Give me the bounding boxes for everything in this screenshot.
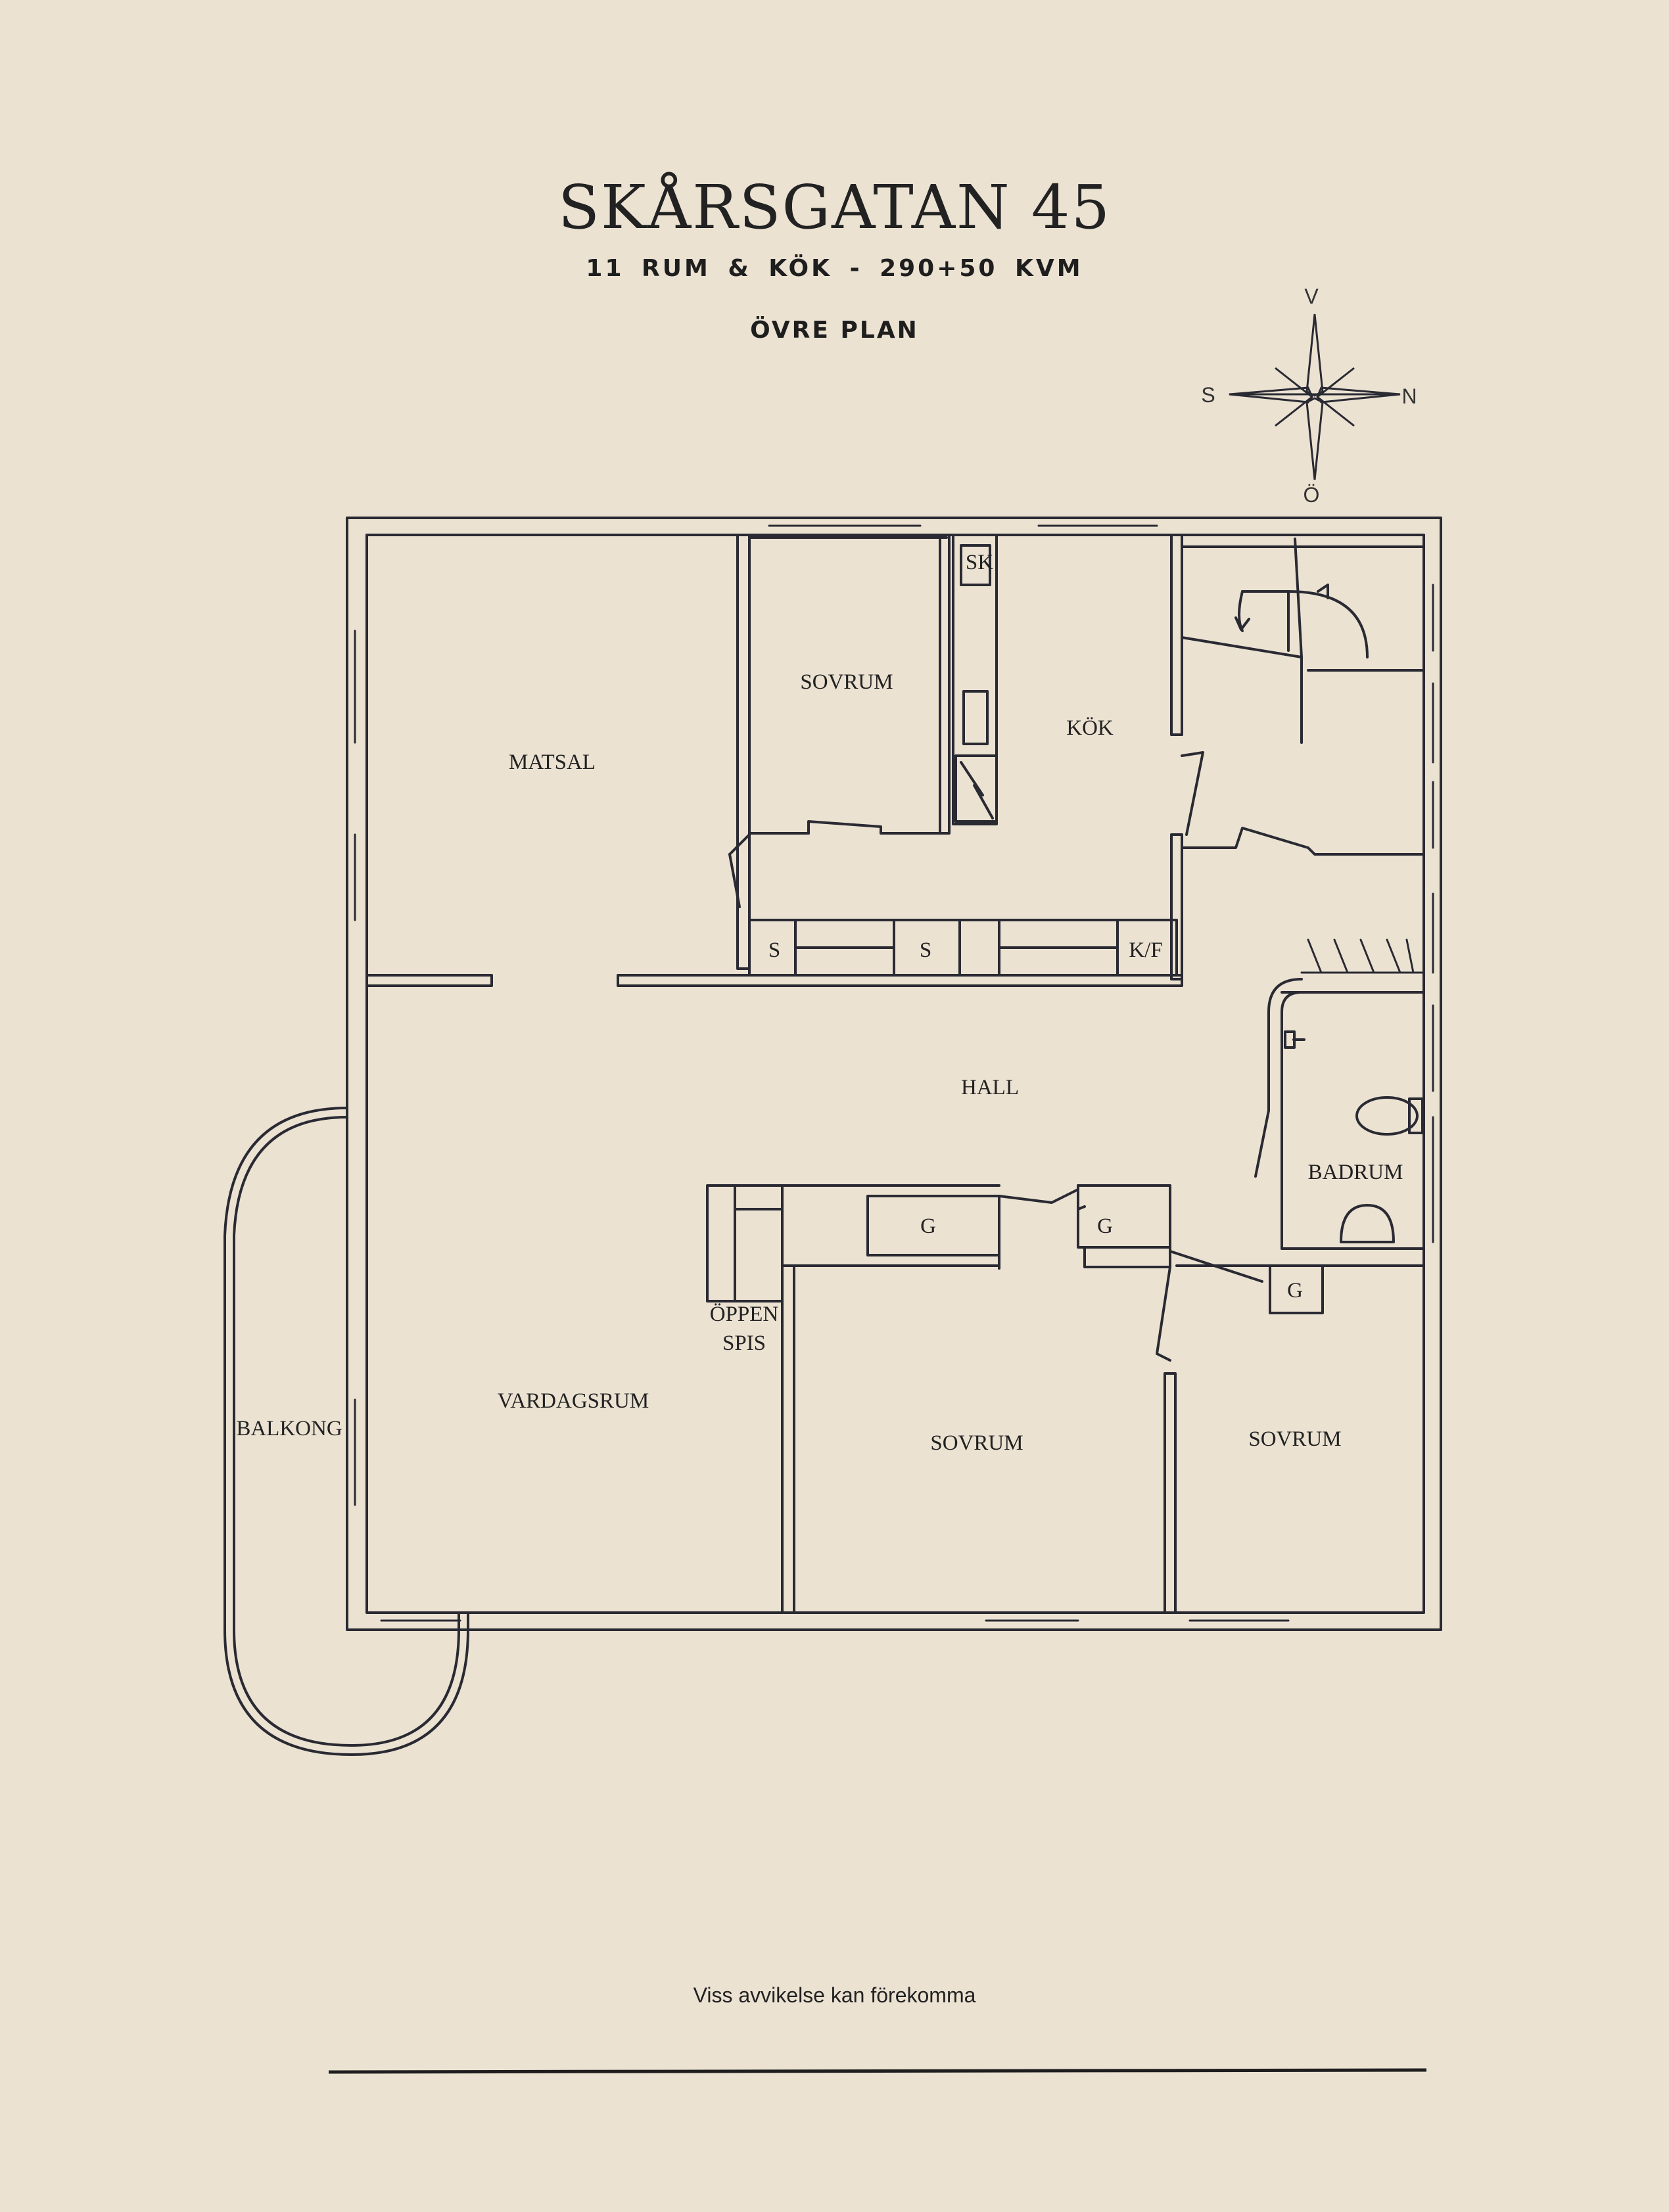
room-label-sk: SK [966, 551, 993, 574]
room-label-g2: G [1097, 1214, 1113, 1238]
compass-rose [1229, 313, 1401, 480]
page-subtitle: 11 RUM & KÖK - 290+50 KVM [586, 255, 1083, 282]
page-title: SKÅRSGATAN 45 [558, 172, 1111, 242]
windows [354, 524, 1434, 1622]
room-label-kf: K/F [1129, 938, 1162, 962]
room-label-g1: G [920, 1214, 936, 1238]
room-label-sovrum-right: SOVRUM [1248, 1427, 1341, 1451]
room-label-s2: S [920, 938, 931, 962]
room-label-vardagsrum: VARDAGSRUM [498, 1389, 649, 1413]
floor-level-label: ÖVRE PLAN [750, 317, 919, 344]
balcony-outline [223, 1107, 469, 1756]
room-label-kok: KÖK [1066, 716, 1114, 740]
compass-south-label: S [1201, 383, 1215, 407]
compass-west-label: V [1304, 285, 1319, 308]
room-label-sovrum-mid: SOVRUM [930, 1431, 1023, 1455]
room-label-s1: S [768, 938, 780, 962]
room-label-g3: G [1287, 1279, 1303, 1302]
room-label-hall: HALL [961, 1076, 1019, 1099]
room-label-oppen-spis-1: ÖPPEN [710, 1302, 779, 1326]
outer-wall [346, 517, 1442, 1631]
room-label-matsal: MATSAL [509, 750, 596, 774]
compass-east-label: Ö [1304, 483, 1320, 507]
room-label-sovrum-top: SOVRUM [800, 670, 893, 694]
room-label-oppen-spis-2: SPIS [722, 1331, 766, 1355]
room-label-balkong: BALKONG [236, 1417, 342, 1440]
disclaimer-text: Viss avvikelse kan förekomma [693, 1983, 976, 2007]
footer-divider [328, 2068, 1427, 2074]
room-label-badrum: BADRUM [1308, 1161, 1403, 1184]
outer-wall-inner [365, 534, 1425, 1614]
compass-north-label: N [1401, 384, 1417, 408]
